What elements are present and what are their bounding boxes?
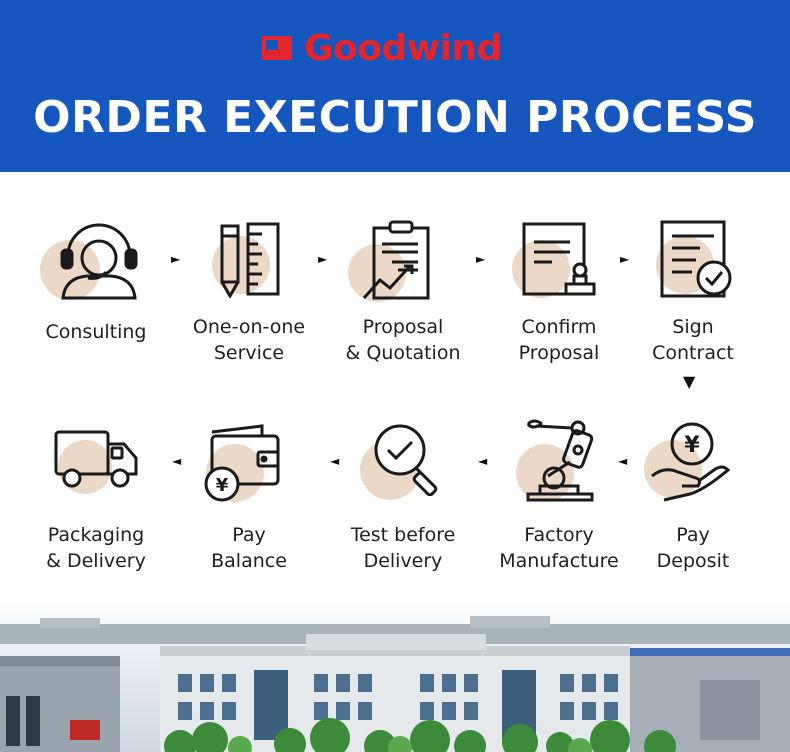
document-stamp-icon <box>522 222 598 302</box>
svg-text:¥: ¥ <box>216 475 229 496</box>
arrow-left-icon: ◄ <box>478 454 488 468</box>
step-label: Confirm Proposal <box>518 316 600 364</box>
arrow-right-icon: ► <box>476 252 486 266</box>
step-label: One-on-one Service <box>192 316 306 364</box>
step-label: Factory Manufacture <box>499 524 619 572</box>
arrow-left-icon: ◄ <box>330 454 340 468</box>
step-label: Pay Deposit <box>656 524 730 572</box>
brand-name: Goodwind <box>304 27 502 69</box>
arrow-right-icon: ► <box>620 252 630 266</box>
yen-hand-icon: ¥ <box>650 420 732 506</box>
factory-photo <box>0 600 790 752</box>
brand-mark-icon <box>262 32 294 64</box>
headset-support-icon <box>58 220 140 304</box>
robot-arm-icon <box>522 416 598 506</box>
clipboard-chart-icon <box>362 220 432 306</box>
arrow-right-icon: ► <box>318 252 328 266</box>
arrow-down-icon: ▼ <box>683 372 696 391</box>
magnifier-check-icon <box>372 422 442 500</box>
arrow-left-icon: ◄ <box>172 454 182 468</box>
step-label: Consulting <box>45 321 147 343</box>
arrow-left-icon: ◄ <box>618 454 628 468</box>
header-banner: Goodwind ORDER EXECUTION PROCESS <box>0 0 790 172</box>
pencil-ruler-icon <box>218 222 282 302</box>
svg-text:¥: ¥ <box>684 433 700 458</box>
step-label: Test before Delivery <box>350 524 456 572</box>
wallet-yen-icon: ¥ <box>202 424 282 506</box>
contract-check-icon <box>660 220 736 304</box>
step-label: Pay Balance <box>211 524 287 572</box>
icon-backdrop <box>348 244 406 302</box>
step-label: Sign Contract <box>652 316 734 364</box>
icon-backdrop <box>512 240 570 298</box>
delivery-truck-icon <box>54 430 138 494</box>
step-label: Packaging & Delivery <box>46 524 146 572</box>
brand-logo: Goodwind <box>262 27 502 69</box>
step-label: Proposal & Quotation <box>345 316 461 364</box>
arrow-right-icon: ► <box>171 252 181 266</box>
page-title: ORDER EXECUTION PROCESS <box>33 92 757 143</box>
